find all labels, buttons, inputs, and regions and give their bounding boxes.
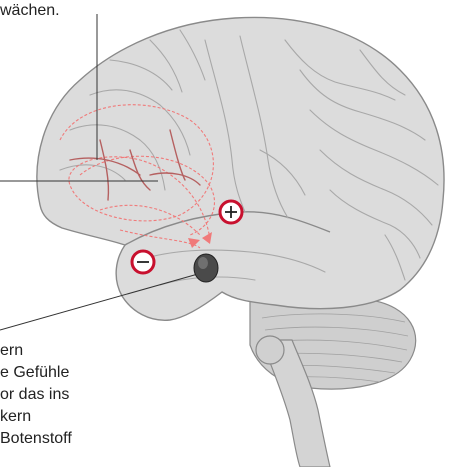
cerebrum xyxy=(37,17,444,320)
caption-bottom-line-2: e Gefühle xyxy=(0,362,69,384)
pons xyxy=(256,336,284,364)
minus-marker xyxy=(132,251,154,273)
caption-bottom-line-5: Botenstoff xyxy=(0,428,72,450)
plus-marker xyxy=(220,201,242,223)
caption-bottom-line-3: or das ins xyxy=(0,384,69,406)
caption-top: wächen. xyxy=(0,0,60,22)
caption-bottom-line-1: ern xyxy=(0,340,23,362)
caption-bottom-line-4: kern xyxy=(0,406,31,428)
